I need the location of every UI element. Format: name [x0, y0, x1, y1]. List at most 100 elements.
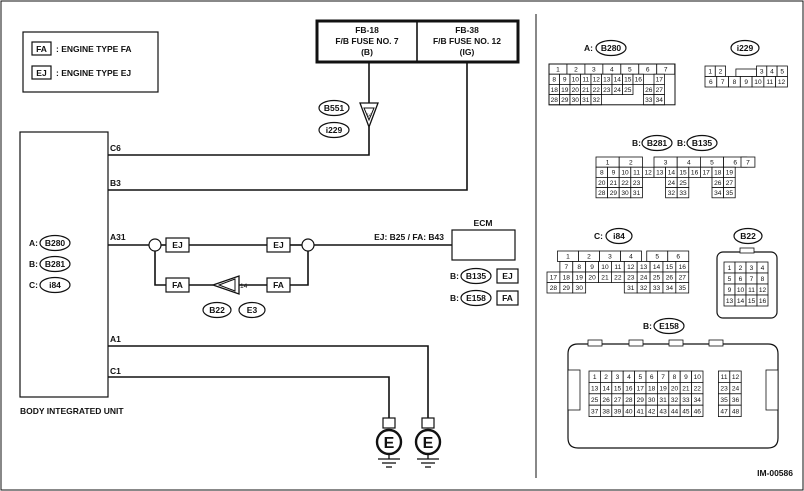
i229-code: i229: [737, 43, 754, 53]
wire-c1-ground: [108, 376, 390, 418]
pin-number: 2: [587, 254, 591, 261]
ecm-ref-1-tag: EJ: [502, 271, 513, 281]
pin-number: 26: [645, 87, 653, 94]
unit-title: BODY INTEGRATED UNIT: [20, 406, 124, 416]
ej-tag-1: EJ: [172, 240, 183, 250]
pin-cell: [740, 156, 756, 168]
pin-number: 1: [566, 254, 570, 261]
pin-number: 19: [576, 275, 584, 282]
pin-number: 13: [591, 386, 599, 393]
pin-number: 10: [694, 374, 702, 381]
pin-number: 34: [714, 190, 722, 197]
pin-cell: [632, 73, 644, 85]
joint-pin-14: 14: [240, 283, 248, 290]
pin-number: 11: [748, 287, 755, 294]
pin-b3: B3: [110, 178, 121, 188]
pin-number: 28: [625, 397, 633, 404]
pin-number: 15: [748, 298, 756, 305]
pin-number: 8: [733, 79, 737, 86]
b551-label: B551: [324, 103, 345, 113]
pin-cell: [630, 187, 643, 199]
pin-number: 9: [590, 264, 594, 271]
pin-number: 12: [759, 287, 767, 294]
unit-row-b-code: B281: [45, 259, 66, 269]
ground-terminal: [382, 417, 396, 429]
connector-i84-header: C: i84: [594, 227, 633, 245]
pin-number: 10: [572, 77, 580, 84]
pin-number: 21: [601, 275, 609, 282]
connector-latch: [587, 339, 603, 347]
pin-number: 30: [648, 397, 656, 404]
connector-latch: [735, 68, 757, 77]
pin-number: 24: [668, 180, 676, 187]
pin-number: 1: [728, 265, 732, 272]
connector-e158-header: B: E158: [643, 317, 685, 335]
pin-number: 12: [593, 77, 601, 84]
pin-number: 2: [719, 69, 723, 76]
pin-number: 21: [582, 87, 590, 94]
pin-3-label: 3: [365, 113, 372, 117]
pin-number: 6: [650, 374, 654, 381]
pin-number: 24: [732, 386, 740, 393]
pin-number: 8: [673, 374, 677, 381]
pin-number: 45: [682, 408, 690, 415]
unit-row-c-code: i84: [49, 280, 61, 290]
ecm-pin-label: EJ: B25 / FA: B43: [374, 232, 444, 242]
ground-terminal: [421, 417, 435, 429]
pin-number: 16: [625, 386, 633, 393]
pin-number: 2: [739, 265, 743, 272]
pin-number: 16: [691, 170, 699, 177]
pin-number: 10: [601, 264, 609, 271]
pin-number: 28: [598, 190, 606, 197]
pin-number: 21: [610, 180, 618, 187]
pin-number: 16: [635, 77, 643, 84]
unit-row-b-prefix: B:: [29, 259, 38, 269]
legend-fa-tag: FA: [36, 44, 47, 54]
pin-number: 31: [627, 285, 635, 292]
pin-number: 4: [770, 69, 774, 76]
pin-number: 1: [606, 160, 610, 167]
pin-a1: A1: [110, 334, 121, 344]
pin-number: 7: [721, 79, 725, 86]
pin-number: 7: [564, 264, 568, 271]
ecm-module: ECM EJ: B25 / FA: B43 B: B135 EJ B: E158…: [374, 218, 519, 307]
pin-cell: [676, 187, 690, 199]
pin-number: 2: [629, 160, 633, 167]
pin-number: 24: [614, 87, 622, 94]
fuse-left-name: FB-18: [355, 25, 379, 35]
pin-number: 8: [761, 276, 765, 283]
b135-prefix: B:: [677, 138, 686, 148]
fa-tag-2: FA: [273, 280, 284, 290]
pin-number: 5: [638, 374, 642, 381]
pin-number: 24: [640, 275, 648, 282]
pin-a31: A31: [110, 232, 126, 242]
pin-number: 3: [608, 254, 612, 261]
pin-number: 3: [664, 160, 668, 167]
b281-prefix: B:: [632, 138, 641, 148]
pin-number: 17: [637, 386, 645, 393]
pin-number: 32: [671, 397, 679, 404]
pin-number: 11: [721, 374, 728, 381]
pin-number: 5: [780, 69, 784, 76]
pin-number: 31: [659, 397, 667, 404]
pin-number: 4: [761, 265, 765, 272]
pin-cell: [622, 84, 634, 96]
pin-number: 10: [621, 170, 629, 177]
pin-number: 3: [750, 265, 754, 272]
pin-number: 20: [671, 386, 679, 393]
ecm-ref-2-tag: FA: [502, 293, 513, 303]
wire-c6: [108, 127, 370, 156]
pin-number: 6: [646, 67, 650, 74]
pin-cell: [723, 187, 736, 199]
connector-latch: [668, 339, 684, 347]
ej-tag-2: EJ: [273, 240, 284, 250]
pin-cell: [572, 282, 587, 294]
ecm-title: ECM: [474, 218, 493, 228]
pin-number: 16: [759, 298, 767, 305]
pin-number: 3: [760, 69, 764, 76]
pin-number: 21: [682, 386, 690, 393]
pin-number: 15: [679, 170, 687, 177]
pin-number: 22: [593, 87, 601, 94]
pin-cell: [756, 294, 769, 307]
